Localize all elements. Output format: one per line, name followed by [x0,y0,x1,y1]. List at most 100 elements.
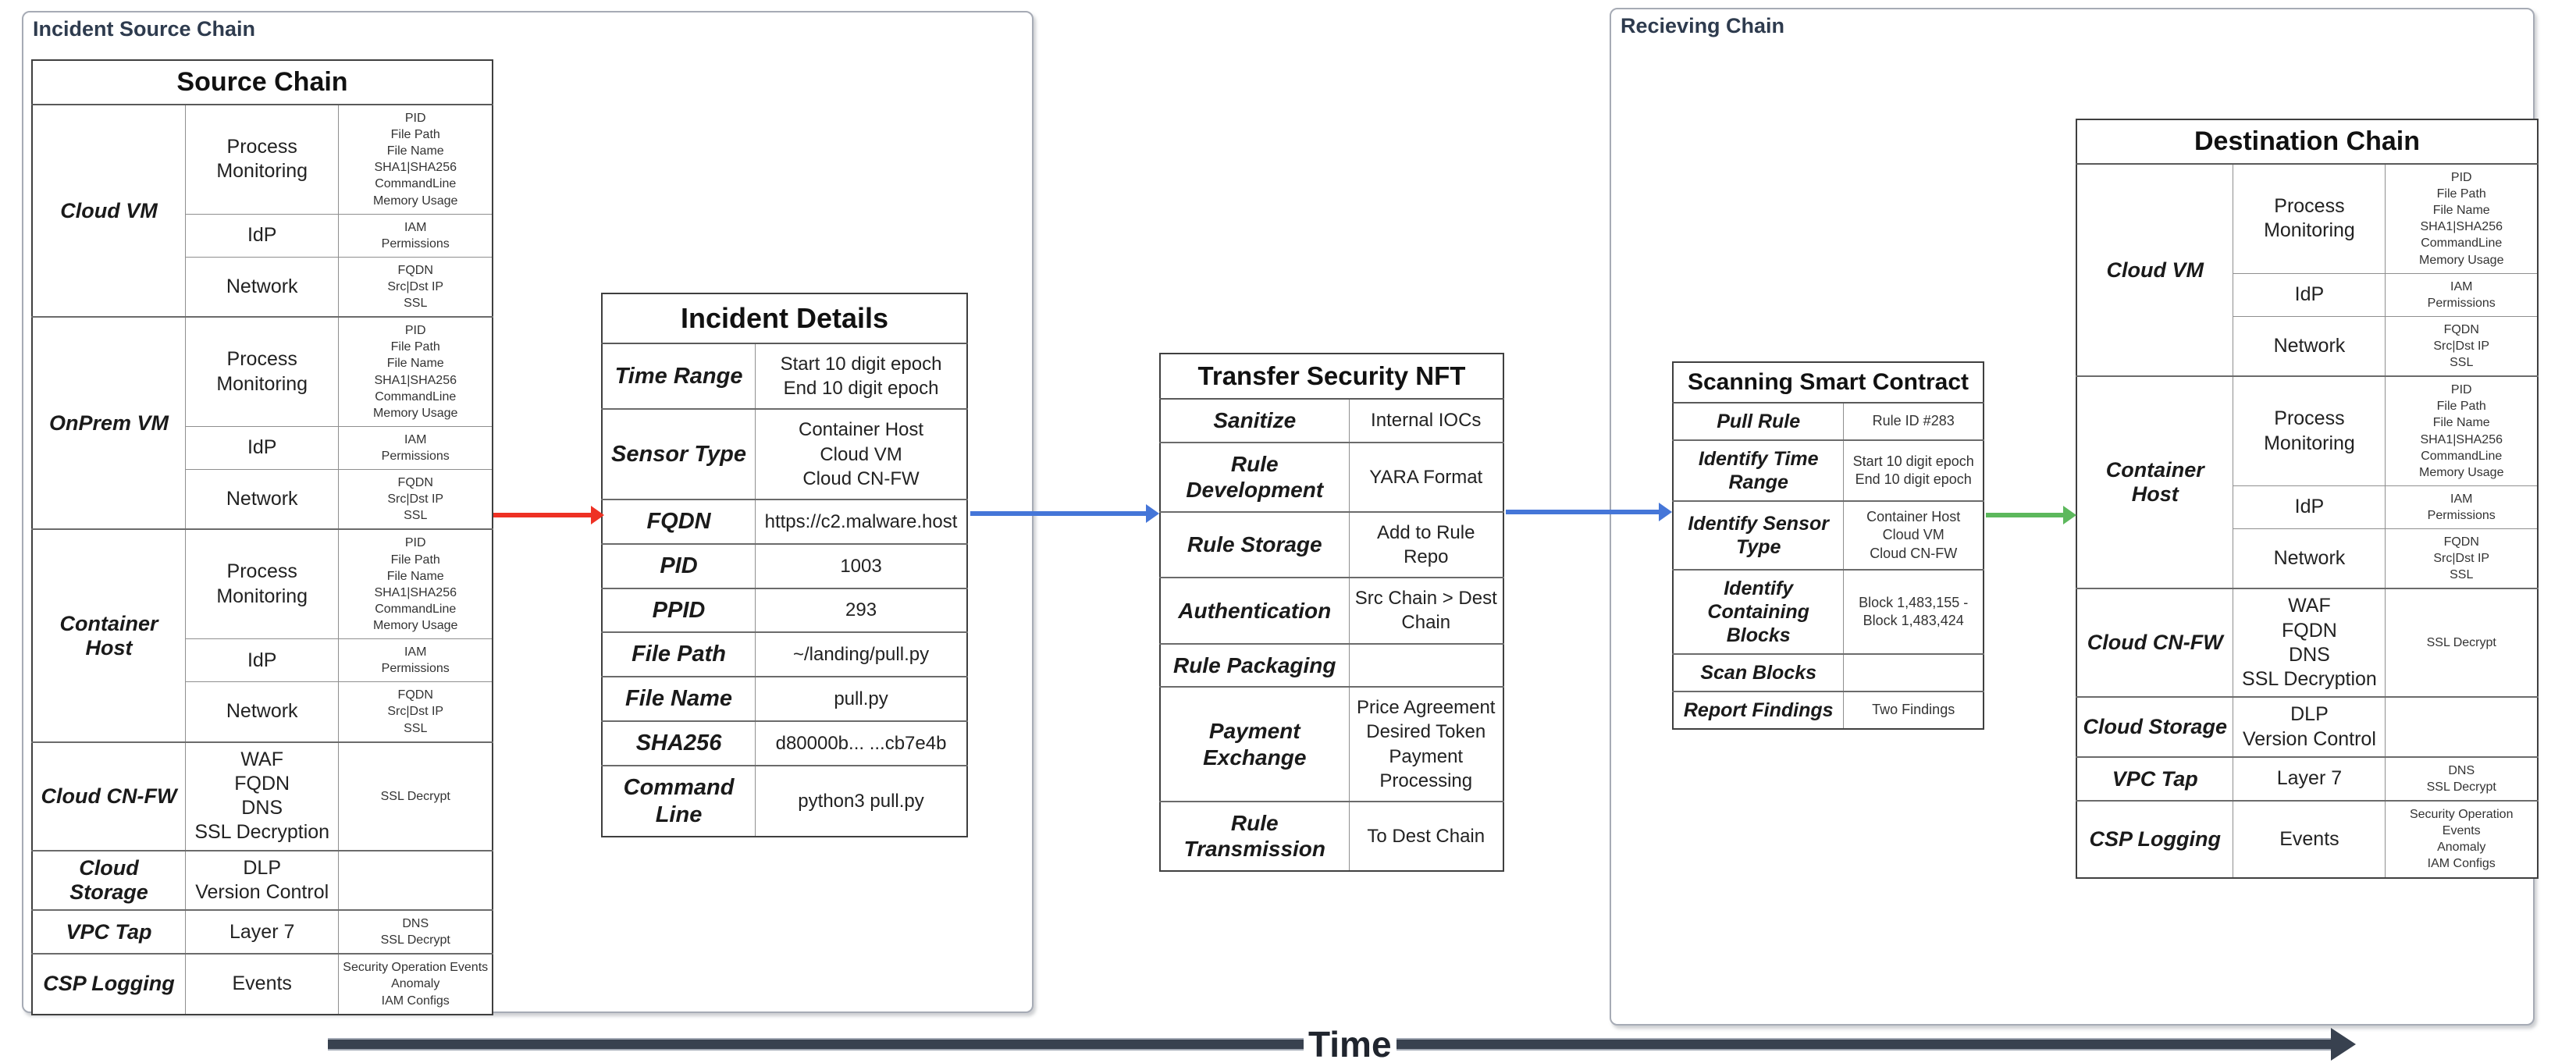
fields-cell: IAM Permissions [338,425,493,471]
arrow-line [493,513,591,517]
time-axis-line [328,1038,1304,1051]
value-cell: Price Agreement Desired Token Payment Pr… [1348,686,1504,802]
group-cell: CSP Logging [2076,800,2234,879]
fields-cell [338,849,493,911]
value-cell: 293 [755,587,968,633]
value-cell: Block 1,483,155 - Block 1,483,424 [1843,569,1984,655]
value-cell: Start 10 digit epoch End 10 digit epoch [755,342,968,410]
table-title: Destination Chain [2076,119,2539,165]
fields-cell: IAM Permissions [338,638,493,683]
transfer-to-scanning-arrow [1506,503,1672,521]
arrow-line [1986,513,2063,517]
fields-cell: FQDN Src|Dst IP SSL [338,469,493,530]
label-cell: Identify Containing Blocks [1672,569,1845,655]
fields-cell: Security Operation Events Anomaly IAM Co… [338,953,493,1015]
fields-cell: SSL Decrypt [338,741,493,851]
fields-cell: IAM Permissions [2385,485,2539,530]
fields-cell: PID File Path File Name SHA1|SHA256 Comm… [338,316,493,427]
label-cell: PPID [601,587,756,633]
value-cell: ~/landing/pull.py [755,631,968,677]
fields-cell: IAM Permissions [2385,272,2539,317]
label-cell: Sanitize [1159,398,1350,443]
table-title-row: Incident Details [601,293,968,344]
value-cell [1843,653,1984,692]
sensor-cell: Layer 7 [184,909,340,955]
label-cell: Report Findings [1672,691,1845,730]
sensor-cell: DLP Version Control [2233,696,2386,758]
table-title-row: Transfer Security NFT [1159,353,1504,400]
group-cell: VPC Tap [2076,755,2234,802]
group-cell: Cloud CN-FW [31,741,186,851]
value-cell [1348,642,1504,688]
label-cell: Command Line [601,764,756,837]
group-cell: Cloud VM [2076,162,2234,377]
sensor-cell: Network [2233,315,2386,377]
fields-cell: PID File Path File Name SHA1|SHA256 Comm… [2385,375,2539,486]
fields-cell: SSL Decrypt [2385,588,2539,698]
sensor-cell: Process Monitoring [184,316,340,427]
group-cell: Cloud Storage [2076,696,2234,758]
label-cell: Rule Transmission [1159,800,1350,872]
value-cell: Add to Rule Repo [1348,510,1504,578]
arrow-head-icon [1659,503,1672,521]
time-axis-line [1396,1038,2331,1051]
group-cell: Cloud VM [31,103,186,318]
value-cell: Start 10 digit epoch End 10 digit epoch [1843,439,1984,502]
arrow-head-icon [1146,504,1159,523]
fields-cell: FQDN Src|Dst IP SSL [2385,315,2539,377]
value-cell: To Dest Chain [1348,800,1504,872]
incident-source-chain-label: Incident Source Chain [33,17,256,41]
table-title-row: Scanning Smart Contract [1672,361,1984,404]
label-cell: PID [601,542,756,589]
label-cell: File Path [601,631,756,677]
label-cell: Identify Sensor Type [1672,500,1845,571]
sensor-cell: WAF FQDN DNS SSL Decryption [184,741,340,851]
value-cell: 1003 [755,542,968,589]
source-to-incident-arrow [493,506,604,524]
arrow-line [970,511,1146,516]
label-cell: Rule Development [1159,441,1350,513]
sensor-cell: DLP Version Control [184,849,340,911]
fields-cell: PID File Path File Name SHA1|SHA256 Comm… [338,528,493,640]
table-row: File Path~/landing/pull.py [601,631,968,677]
group-cell: OnPrem VM [31,316,186,530]
sensor-cell: Network [184,469,340,530]
label-cell: Authentication [1159,577,1350,645]
sensor-cell: Events [184,953,340,1015]
fields-cell: FQDN Src|Dst IP SSL [338,256,493,318]
group-cell: Cloud Storage [31,849,186,911]
value-cell: Two Findings [1843,691,1984,730]
fields-cell: DNS SSL Decrypt [338,909,493,955]
sensor-cell: Process Monitoring [184,103,340,215]
